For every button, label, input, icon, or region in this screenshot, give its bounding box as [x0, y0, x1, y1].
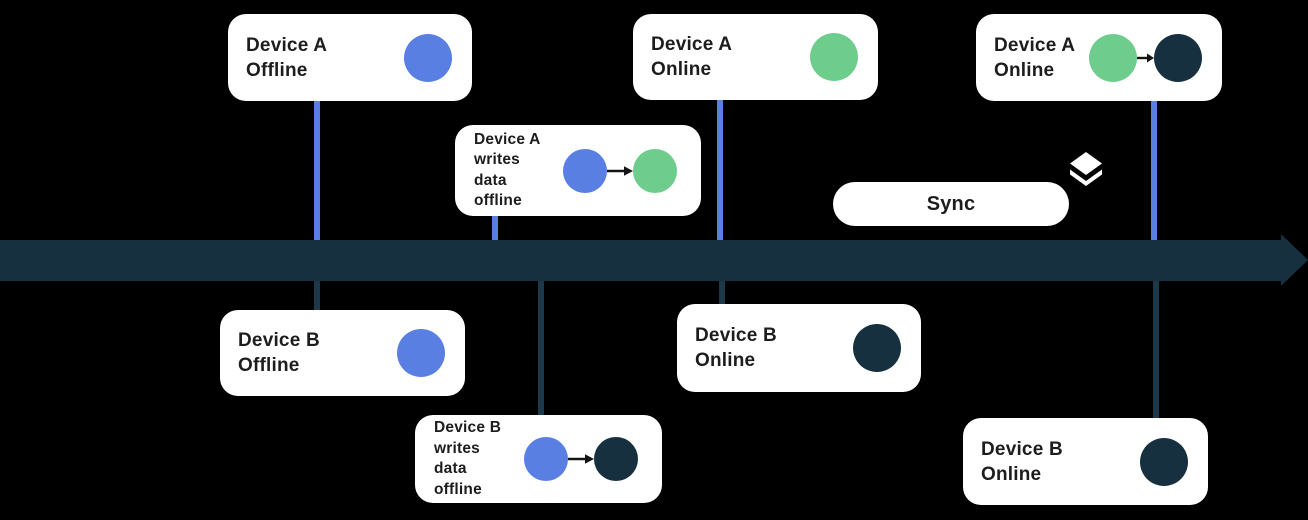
card-label-line: Online — [994, 59, 1055, 81]
card-label-line: Online — [695, 350, 756, 371]
card-label: Device A Online — [994, 33, 1075, 83]
offline-state-dot — [404, 33, 452, 82]
state-dots — [397, 329, 445, 377]
state-dots — [853, 324, 901, 372]
sync-button-label: Sync — [926, 192, 976, 215]
connector-device-b-online-1 — [719, 280, 725, 308]
arrow-right-icon — [568, 454, 594, 464]
offline-state-dot — [524, 437, 568, 481]
card-label-line: Online — [651, 59, 712, 80]
sync-button[interactable]: Sync — [833, 182, 1069, 226]
card-label-line: Device B — [238, 330, 320, 351]
card-label-line: Device A — [474, 130, 541, 148]
state-dots — [404, 33, 452, 82]
card-label: Device A Online — [651, 32, 732, 82]
card-label-line: Device A — [994, 34, 1076, 56]
card-label-line: offline — [434, 480, 482, 498]
card-device-a-writes-offline: Device A writes data offline — [455, 125, 701, 216]
card-label-line: data — [434, 460, 467, 477]
online-state-dot — [810, 33, 858, 81]
synced-state-dot — [1140, 437, 1188, 486]
state-transition — [1089, 33, 1202, 82]
card-device-b-online-2: Device B Online — [963, 418, 1208, 505]
state-dots — [1140, 437, 1188, 486]
synced-state-dot — [853, 324, 901, 372]
connector-device-b-online-2 — [1153, 280, 1159, 420]
connector-device-b-writes — [538, 280, 544, 419]
card-label-line: data — [474, 171, 507, 189]
online-state-dot — [633, 148, 677, 193]
card-label-line: offline — [474, 192, 522, 209]
card-label-line: Device B — [981, 438, 1063, 460]
connector-device-a-writes — [492, 214, 498, 241]
arrow-right-icon — [607, 165, 633, 176]
card-device-b-offline: Device B Offline — [220, 310, 465, 396]
card-label: Device A Offline — [246, 33, 327, 83]
card-label-line: Device B — [434, 419, 502, 436]
connector-device-b-offline — [314, 280, 320, 312]
card-label-line: writes — [474, 151, 520, 168]
card-device-a-online-1: Device A Online — [633, 14, 878, 100]
card-label-line: Device B — [695, 325, 777, 346]
card-label: Device B Online — [981, 437, 1063, 487]
card-label: Device B Offline — [238, 328, 320, 378]
connector-device-a-offline — [314, 100, 320, 241]
connector-device-a-online-2 — [1151, 99, 1157, 241]
card-label-line: Offline — [238, 355, 300, 376]
offline-state-dot — [563, 148, 607, 193]
card-label-line: Online — [981, 463, 1042, 485]
card-device-a-offline: Device A Offline — [228, 14, 472, 101]
online-state-dot — [1089, 33, 1137, 82]
offline-state-dot — [397, 329, 445, 377]
layers-icon — [1070, 152, 1102, 186]
card-label: Device B writes data offline — [434, 418, 501, 500]
card-device-b-online-1: Device B Online — [677, 304, 921, 392]
card-label: Device A writes data offline — [474, 130, 541, 212]
state-transition — [524, 437, 638, 481]
timeline-bar — [0, 240, 1282, 281]
card-device-b-writes-offline: Device B writes data offline — [415, 415, 662, 503]
card-device-a-online-2: Device A Online — [976, 14, 1222, 101]
state-dots — [810, 33, 858, 81]
state-transition — [563, 148, 677, 193]
card-label-line: writes — [434, 439, 480, 457]
synced-state-dot — [594, 437, 638, 481]
synced-state-dot — [1154, 33, 1202, 82]
arrow-right-icon — [1137, 53, 1154, 62]
connector-device-a-online-1 — [717, 99, 723, 241]
card-label-line: Device A — [651, 34, 733, 55]
card-label-line: Device A — [246, 34, 328, 56]
card-label-line: Offline — [246, 59, 308, 81]
card-label: Device B Online — [695, 323, 777, 373]
timeline-arrowhead-icon — [1281, 234, 1308, 286]
